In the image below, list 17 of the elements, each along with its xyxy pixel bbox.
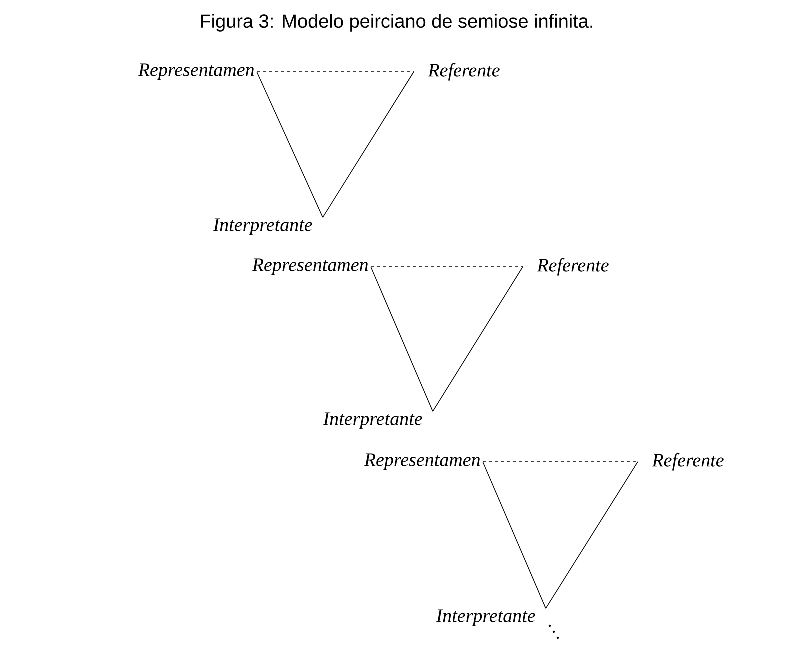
vertex-label: Interpretante	[213, 218, 312, 236]
connector-line	[370, 266, 434, 412]
vertex-label: Representamen	[364, 454, 480, 470]
vertex-label: Referente	[652, 453, 724, 471]
connector-line	[546, 462, 638, 609]
figure-title: Figura 3: Modelo peirciano de semiose infinita.	[201, 14, 592, 32]
vertex-label: Representamen	[252, 258, 368, 276]
vertex-label: Referente	[537, 258, 609, 276]
connector-line	[432, 266, 524, 412]
vertex-label: Interpretante	[323, 412, 422, 430]
connector-line	[322, 72, 414, 218]
vertex-label: Referente	[428, 63, 500, 81]
vertex-label: Representamen	[138, 64, 254, 80]
connector-line	[256, 72, 324, 218]
connector-line	[482, 462, 546, 609]
connector-line	[370, 266, 524, 268]
vertex-label: Interpretante	[436, 610, 536, 626]
